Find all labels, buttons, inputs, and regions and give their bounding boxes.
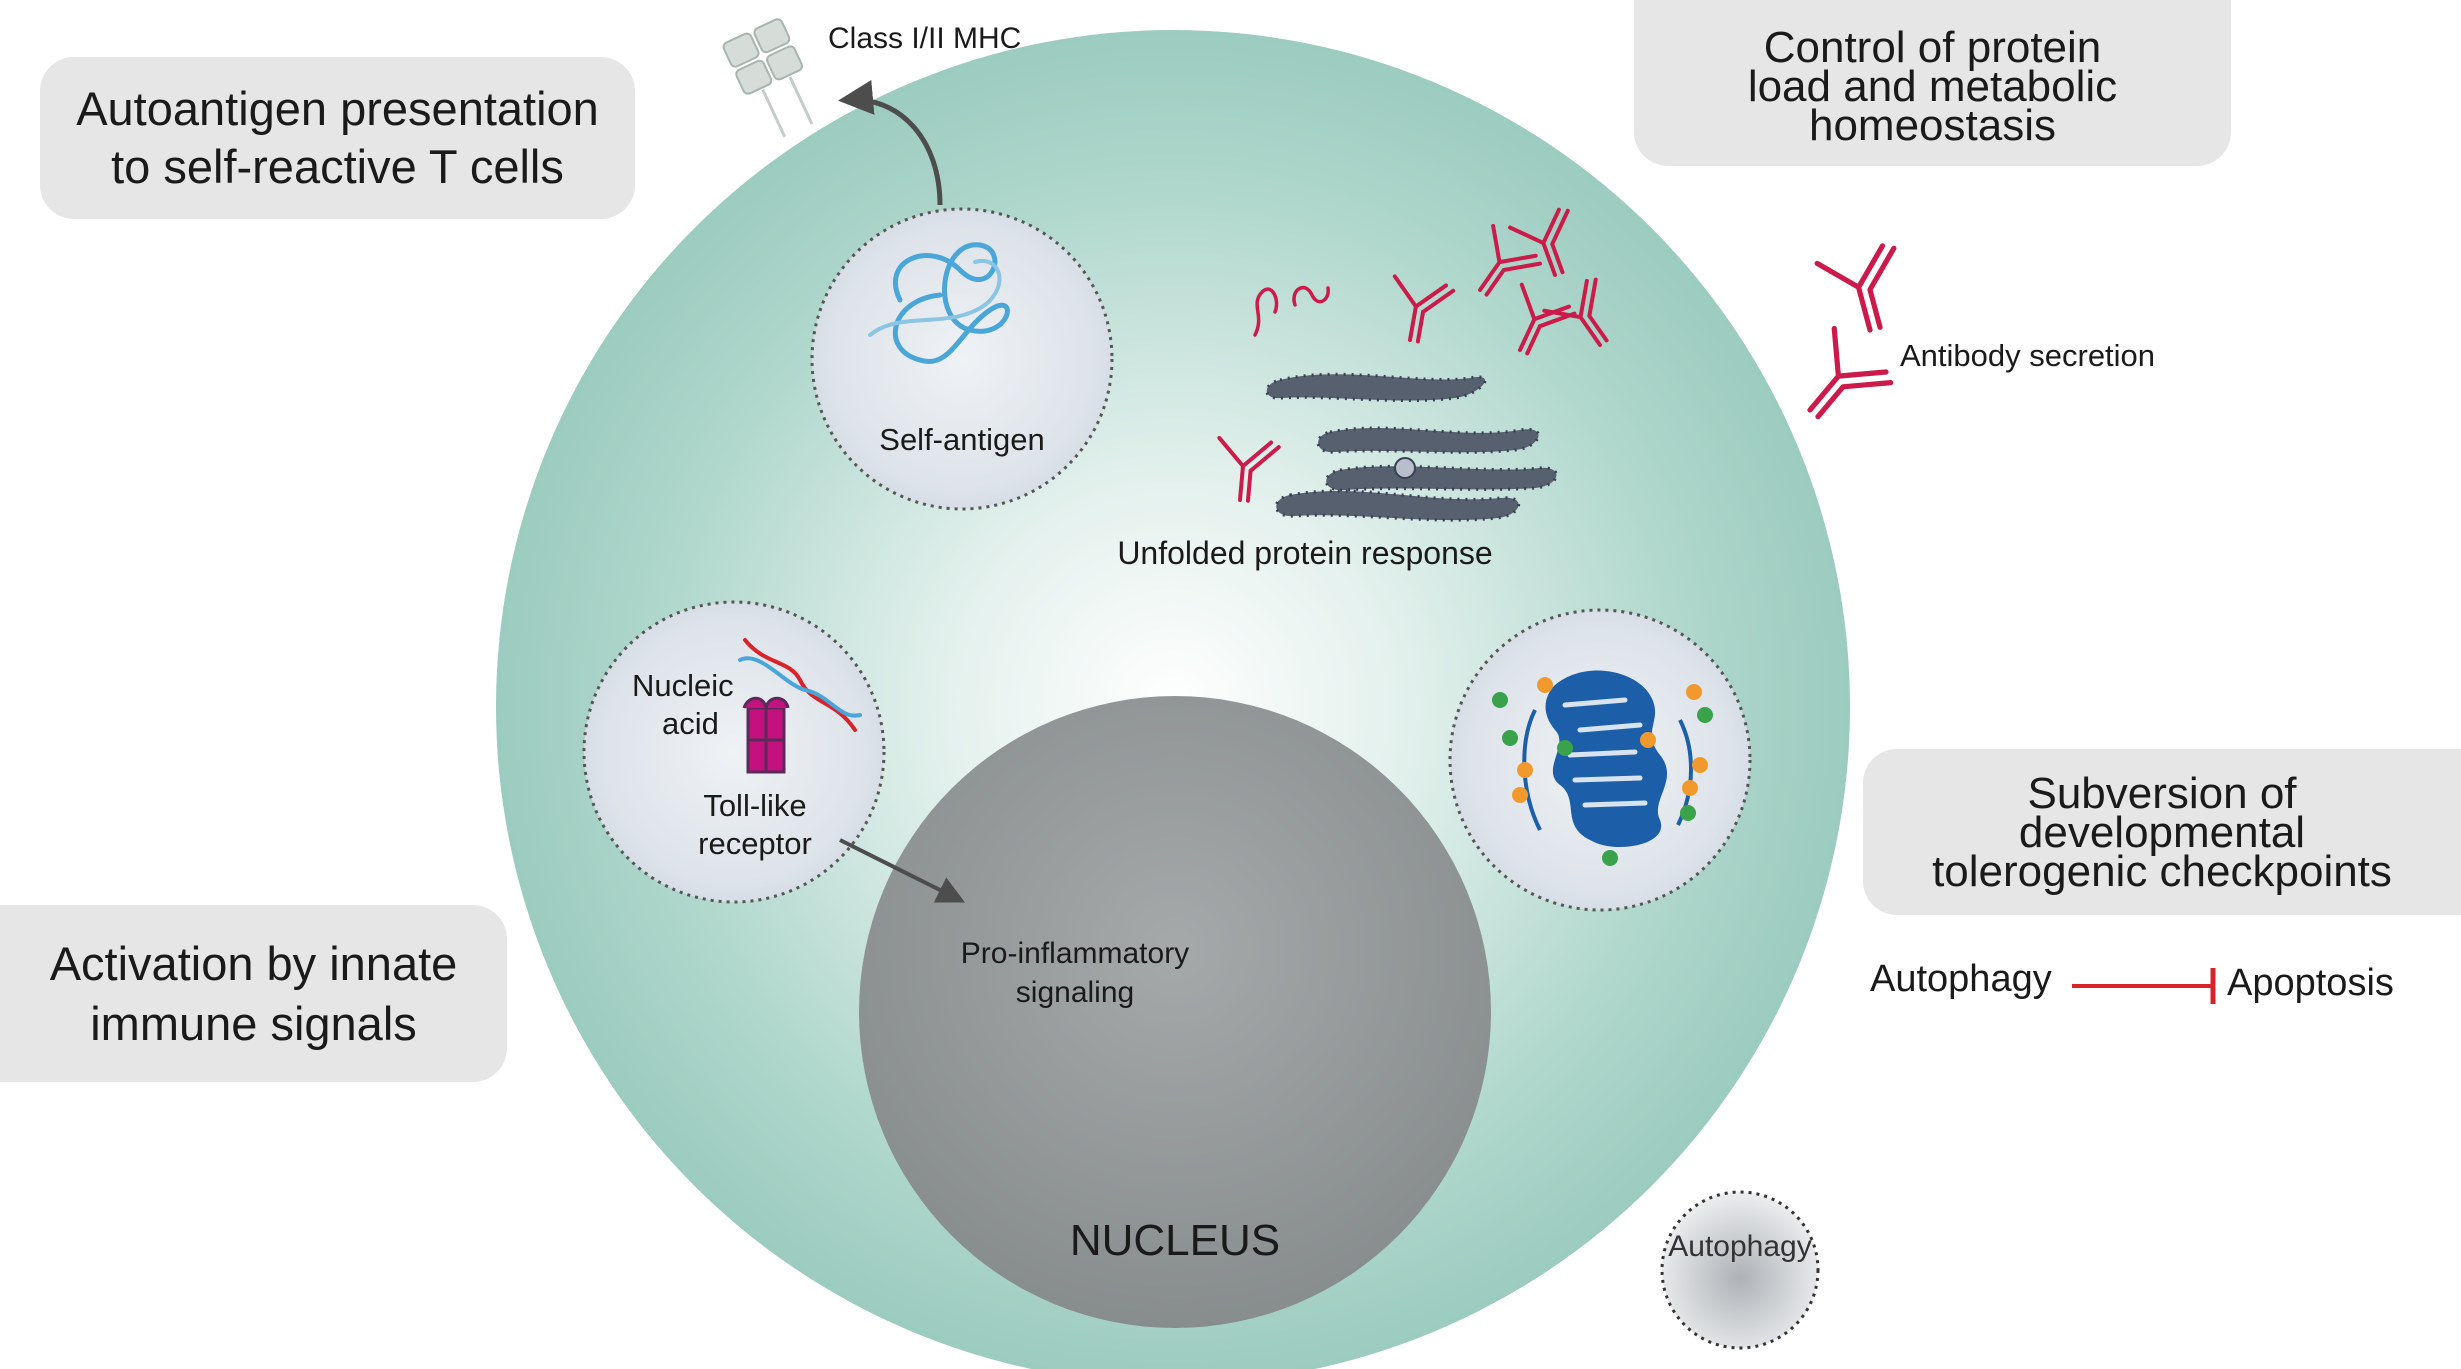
nucleic-acid-label-line2: acid	[662, 706, 719, 741]
self-antigen-icon	[868, 242, 1010, 365]
autophagy-vesicle-label: Autophagy	[1668, 1230, 1812, 1263]
self-antigen-label: Self-antigen	[879, 422, 1045, 457]
callout-line: developmental	[2018, 807, 2306, 857]
toll-like-receptor-label-line1: Toll-like	[703, 788, 807, 823]
tlr-signaling-arrow	[839, 838, 966, 903]
secreted-antibody-icon	[1817, 243, 1913, 339]
callout-line: Activation by innate	[49, 936, 458, 990]
autophagy-vesicle	[1660, 1190, 1820, 1350]
nucleus-label: NUCLEUS	[1069, 1216, 1281, 1265]
endoplasmic-reticulum-icon	[1265, 372, 1558, 522]
mhc-icon	[722, 18, 814, 138]
callout-line: Autoantigen presentation	[76, 82, 599, 135]
callout-line: Subversion of	[2027, 768, 2297, 818]
self-antigen-vesicle	[810, 207, 1114, 511]
callout-protein-load: Control of protein load and metabolic ho…	[1634, 0, 2231, 166]
antibody-secretion-label: Antibody secretion	[1900, 338, 2156, 373]
mhc-label: Class I/II MHC	[828, 22, 1022, 55]
mitochondrion-icon	[1522, 670, 1693, 848]
nucleic-acid-label-line1: Nucleic	[632, 668, 734, 703]
nucleic-acid-icon	[738, 638, 862, 732]
callout-line: Control of protein	[1763, 22, 2102, 72]
unfolded-protein-icon	[1253, 285, 1330, 337]
callout-line: immune signals	[90, 996, 417, 1050]
callout-line: homeostasis	[1808, 100, 2056, 150]
secreted-antibody-icon	[1784, 329, 1894, 439]
callout-autoantigen-presentation: Autoantigen presentation to self-reactiv…	[40, 57, 635, 219]
pro-inflammatory-label-line2: signaling	[1015, 976, 1135, 1009]
toll-like-receptor-label-line2: receptor	[698, 826, 812, 861]
callout-subversion-checkpoints: Subversion of developmental tolerogenic …	[1863, 749, 2461, 915]
toll-like-receptor-icon	[742, 696, 790, 774]
autophagy-label: Autophagy	[1870, 958, 2052, 1000]
callout-line: to self-reactive T cells	[111, 140, 564, 193]
nucleus	[859, 696, 1491, 1328]
tlr-vesicle	[582, 600, 886, 904]
callout-line: tolerogenic checkpoints	[1932, 846, 2392, 896]
unfolded-protein-response-label: Unfolded protein response	[1117, 535, 1493, 571]
callout-line: load and metabolic	[1747, 61, 2118, 111]
metabolite-dots	[1492, 677, 1713, 866]
callout-innate-activation: Activation by innate immune signals	[0, 905, 507, 1082]
apoptosis-label: Apoptosis	[2227, 962, 2394, 1004]
inhibition-icon	[2072, 968, 2216, 1004]
antigen-presentation-arrow	[838, 80, 943, 206]
pro-inflammatory-label-line1: Pro-inflammatory	[960, 937, 1190, 970]
